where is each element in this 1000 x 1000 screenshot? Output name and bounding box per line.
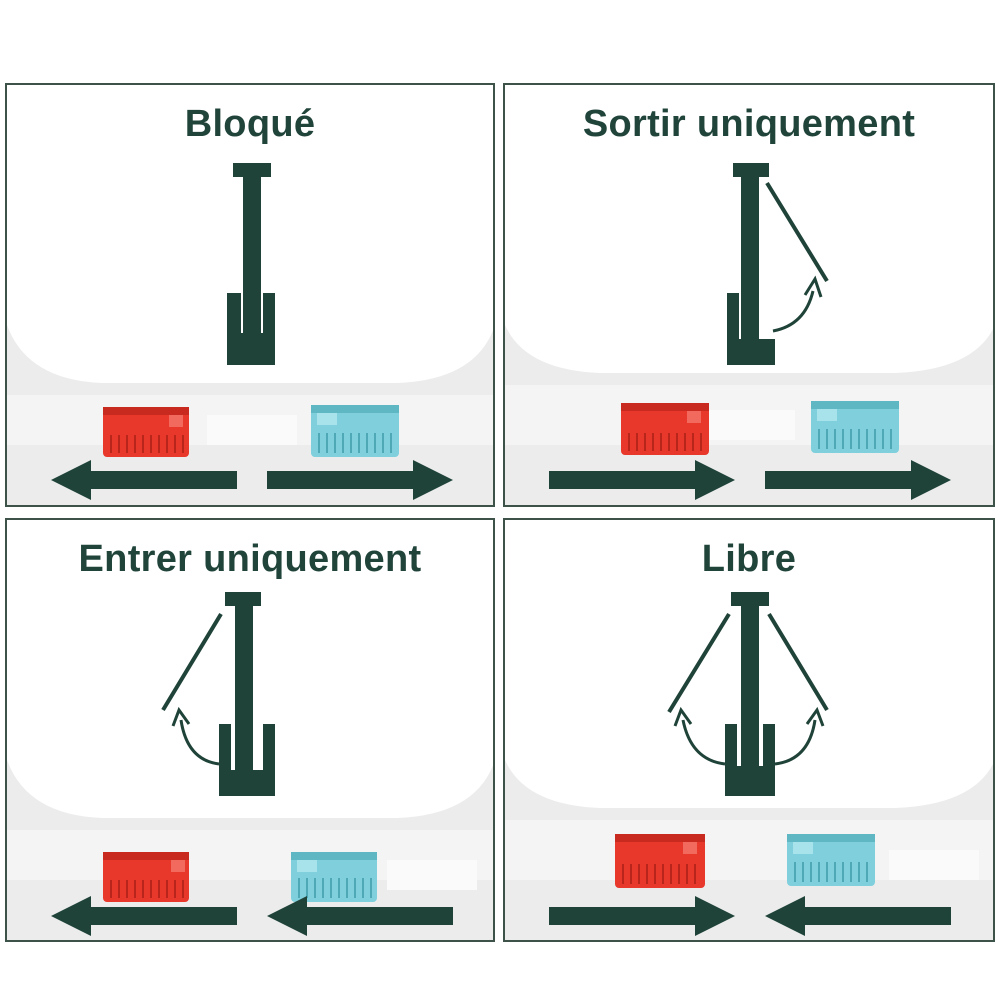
red-arrow-left-icon xyxy=(51,896,237,936)
blue-arrow-right-icon xyxy=(765,460,951,500)
flap-line-left xyxy=(667,612,731,714)
diagram-exit-only xyxy=(505,163,993,505)
flap-line xyxy=(161,612,223,712)
diagram-enter-only xyxy=(7,592,493,940)
flap-assembly xyxy=(727,163,775,365)
red-switch xyxy=(621,403,709,455)
red-switch xyxy=(103,407,189,457)
curved-arrow-left-icon xyxy=(179,719,220,766)
red-arrow-right-icon xyxy=(549,896,735,936)
curved-arrow-right-icon xyxy=(774,719,817,766)
panel-title: Libre xyxy=(701,538,797,580)
blue-switch xyxy=(787,834,875,886)
panel-title: Bloqué xyxy=(184,103,316,145)
blue-arrow-left-icon xyxy=(267,896,453,936)
red-arrow-left-icon xyxy=(51,460,237,500)
red-switch xyxy=(103,852,189,902)
blue-arrow-right-icon xyxy=(267,460,453,500)
blue-arrow-left-icon xyxy=(765,896,951,936)
blue-switch xyxy=(311,405,399,457)
panel-exit-only: Sortir uniquement xyxy=(503,83,995,507)
flap-assembly xyxy=(227,163,275,365)
flap-assembly xyxy=(725,592,775,796)
curved-arrow-right-icon xyxy=(772,290,815,333)
panel-free: Libre xyxy=(503,518,995,942)
panel-enter-only: Entrer uniquement xyxy=(5,518,495,942)
curved-arrow-left-icon xyxy=(681,719,726,766)
diagram-blocked xyxy=(7,163,493,505)
red-arrow-right-icon xyxy=(549,460,735,500)
red-switch xyxy=(615,834,705,888)
blue-switch xyxy=(811,401,899,453)
panel-title: Entrer uniquement xyxy=(78,538,422,580)
flap-line-right xyxy=(767,612,829,712)
panel-title: Sortir uniquement xyxy=(582,103,916,145)
panel-blocked: Bloqué xyxy=(5,83,495,507)
diagram-free xyxy=(505,592,993,940)
blue-switch xyxy=(291,852,377,902)
flap-line xyxy=(765,181,829,283)
